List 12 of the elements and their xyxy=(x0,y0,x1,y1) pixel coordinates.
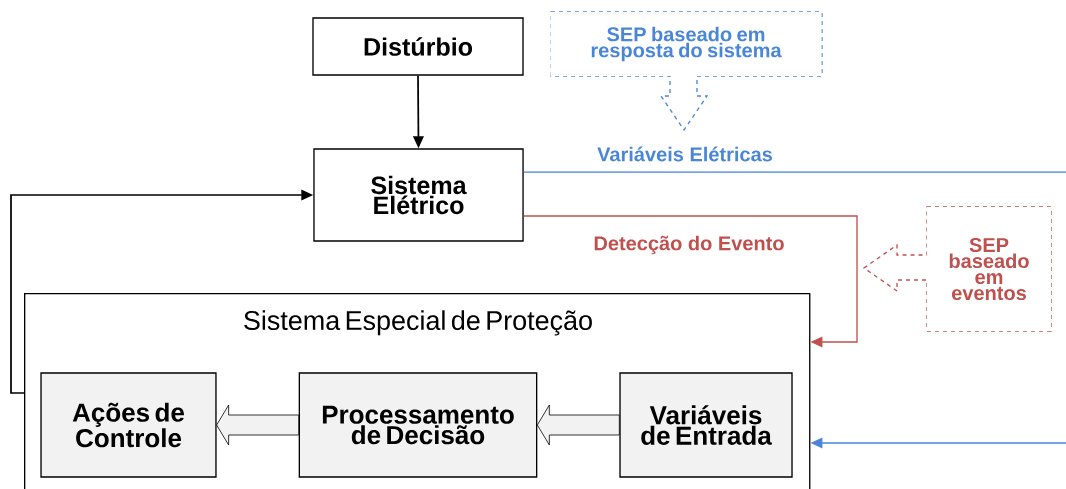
callout-box: SEP baseado em eventos xyxy=(862,206,1052,332)
process-box: Variáveis de Entrada xyxy=(619,372,793,478)
block-arrow xyxy=(536,404,620,446)
process-box: Sistema Elétrico xyxy=(313,148,524,242)
edge-label: Variáveis Elétricas xyxy=(595,145,775,163)
edge-label: Detecção do Evento xyxy=(592,234,786,256)
process-box: Ações de Controle xyxy=(40,372,217,478)
callout-box: SEP baseado em resposta do sistema xyxy=(550,11,823,132)
process-box: Distúrbio xyxy=(312,17,524,76)
block-arrow xyxy=(216,404,300,446)
arrow xyxy=(523,215,858,348)
process-box: Processamento de Decisão xyxy=(298,372,538,478)
